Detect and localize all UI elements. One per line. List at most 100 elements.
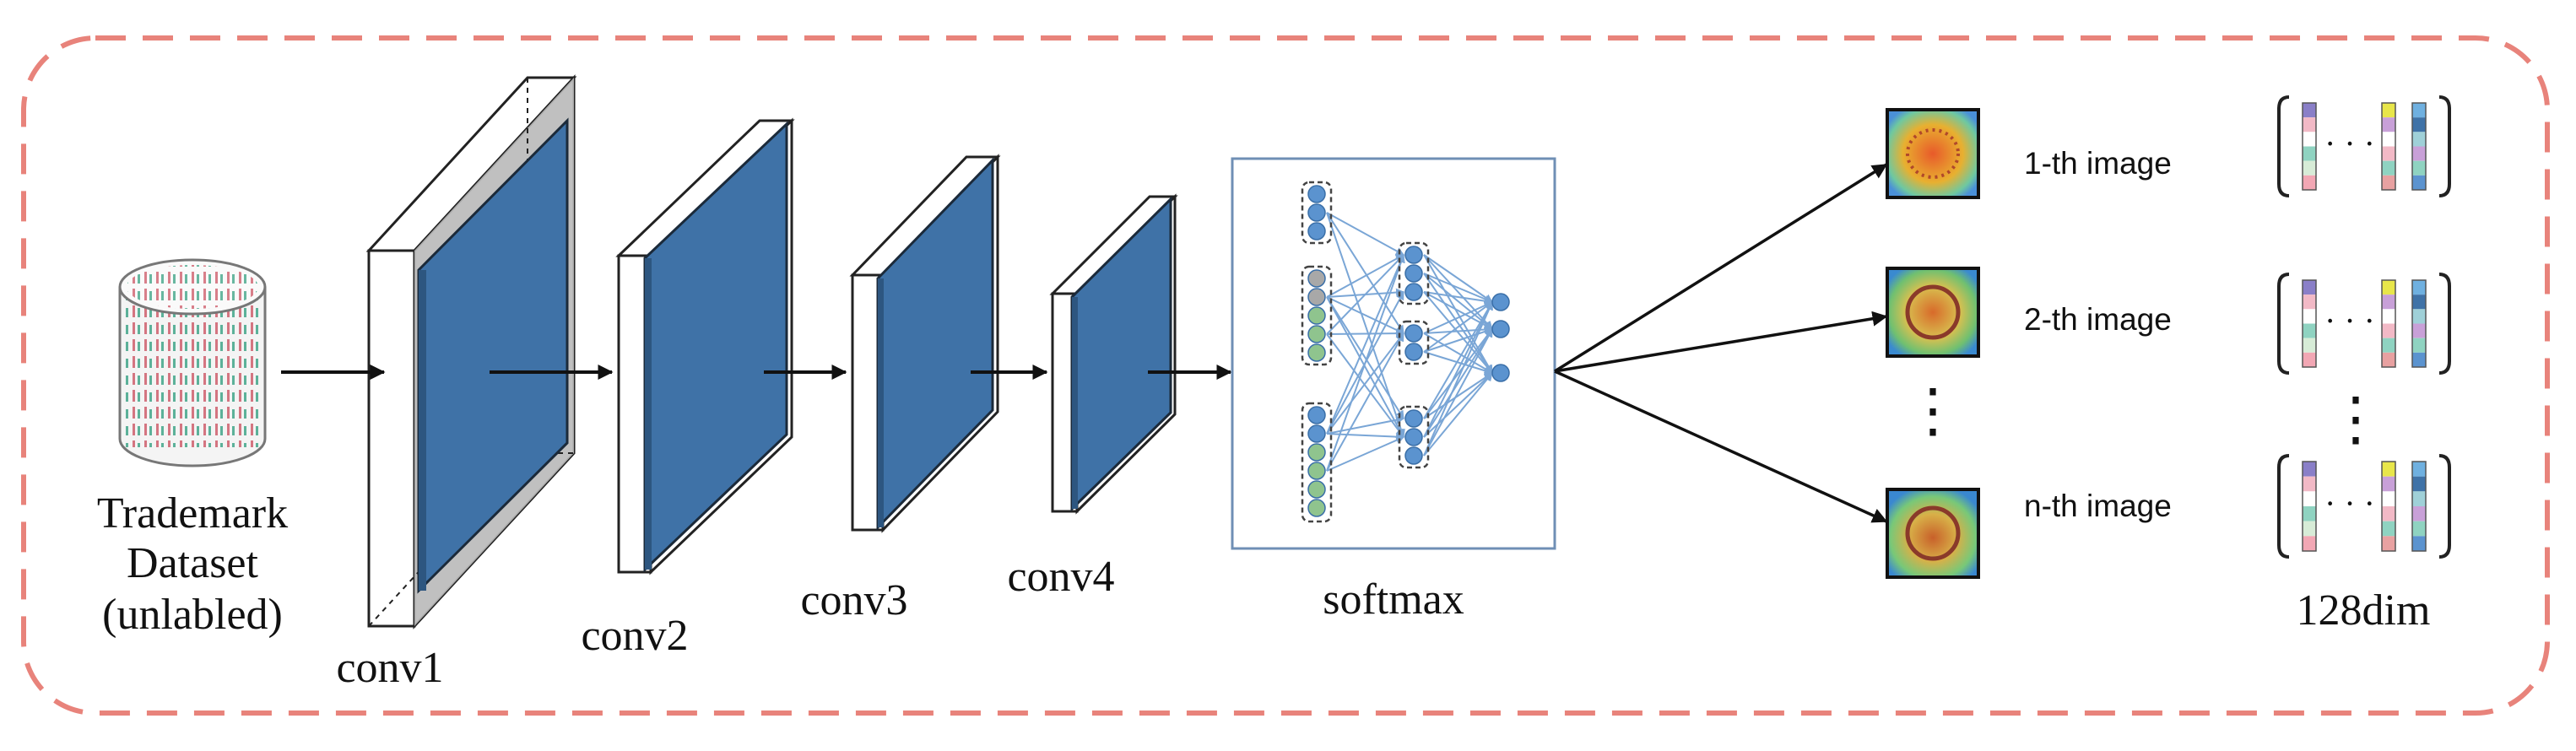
- network-edge: [1326, 254, 1404, 298]
- network-edge: [1423, 301, 1493, 419]
- network-node: [1307, 203, 1326, 222]
- vector-cell: [2303, 536, 2316, 551]
- network-edge: [1423, 291, 1493, 305]
- vector-cell: [2382, 536, 2395, 551]
- vector-cell: [2303, 146, 2316, 161]
- vector-cell: [2303, 309, 2316, 324]
- vector-bar: [2302, 461, 2317, 552]
- network-node: [1307, 443, 1326, 462]
- vector-cell: [2303, 132, 2316, 147]
- embedding-vector-3: · · ·: [2277, 454, 2451, 559]
- network-edge: [1326, 296, 1404, 419]
- vector-ellipsis-horizontal: · · ·: [2324, 302, 2375, 340]
- embedding-vectors: · · ·· · ·· · ·: [2277, 95, 2451, 559]
- network-edge: [1423, 332, 1493, 374]
- bracket-right: [2438, 95, 2451, 197]
- vector-cell: [2382, 280, 2395, 295]
- network-node: [1307, 325, 1326, 343]
- output-image-2: [1886, 267, 1980, 358]
- node-group-box: [1301, 265, 1333, 366]
- network-edge: [1423, 254, 1493, 374]
- vector-cell: [2412, 132, 2426, 147]
- vector-cell: [2382, 338, 2395, 353]
- network-node: [1404, 283, 1423, 301]
- network-edge: [1423, 301, 1493, 438]
- bracket-right: [2438, 273, 2451, 375]
- network-node: [1307, 499, 1326, 517]
- vector-cell: [2382, 294, 2395, 310]
- network-edge: [1423, 327, 1493, 353]
- vector-cell: [2303, 323, 2316, 338]
- conv1-label: conv1: [336, 644, 443, 692]
- dim-label: 128dim: [2297, 586, 2431, 635]
- output-label-1: 1-th image: [2024, 146, 2172, 181]
- output-ellipsis-vertical: ⋮: [1903, 379, 1962, 444]
- vector-cell: [2412, 309, 2426, 324]
- vector-cell: [2303, 476, 2316, 492]
- output-label-n: n-th image: [2024, 489, 2172, 523]
- network-edges: [1326, 212, 1493, 472]
- network-edge: [1326, 436, 1404, 472]
- network-node: [1307, 462, 1326, 480]
- arrow-to-image-2: [1554, 311, 1888, 373]
- vector-cell: [2303, 294, 2316, 310]
- bracket-left: [2277, 95, 2290, 197]
- vector-cell: [2412, 175, 2426, 190]
- vector-cell: [2412, 338, 2426, 353]
- vector-cell: [2382, 323, 2395, 338]
- network-edge: [1423, 273, 1493, 304]
- network-node: [1491, 320, 1510, 338]
- vector-cell: [2382, 309, 2395, 324]
- vector-cell: [2412, 280, 2426, 295]
- vector-bar: [2302, 279, 2317, 368]
- output-image-n: [1886, 488, 1980, 579]
- embedding-vector-2: · · ·: [2277, 273, 2451, 375]
- vector-cell: [2303, 506, 2316, 521]
- network-edge: [1423, 372, 1493, 438]
- vector-cell: [2303, 117, 2316, 132]
- conv4-label: conv4: [1007, 553, 1114, 601]
- vector-cell: [2303, 491, 2316, 506]
- network-node: [1307, 343, 1326, 362]
- node-group-box: [1301, 402, 1333, 523]
- vector-cell: [2303, 175, 2316, 190]
- network-edge: [1326, 415, 1404, 435]
- conv4-block: [1049, 193, 1178, 515]
- vector-ellipsis-horizontal: · · ·: [2324, 484, 2375, 522]
- softmax-label: softmax: [1323, 575, 1464, 624]
- vector-bar: [2381, 279, 2396, 368]
- network-edge: [1326, 212, 1404, 334]
- network-node: [1404, 428, 1423, 446]
- conv3-label: conv3: [800, 576, 907, 624]
- dataset-label-line2: Dataset: [127, 539, 258, 587]
- vector-cell: [2382, 103, 2395, 118]
- network-node: [1307, 306, 1326, 325]
- arrow-to-image-1: [1554, 163, 1888, 373]
- network-edge: [1326, 296, 1404, 334]
- network-edge: [1326, 332, 1404, 435]
- network-edge: [1423, 328, 1493, 438]
- vector-cell: [2412, 146, 2426, 161]
- conv2-label: conv2: [581, 612, 688, 660]
- vector-cell: [2303, 338, 2316, 353]
- network-edge: [1423, 372, 1493, 419]
- vector-bar: [2411, 461, 2427, 552]
- dataset-label-line3: (unlabled): [102, 591, 283, 639]
- network-node: [1307, 222, 1326, 240]
- bracket-left: [2277, 454, 2290, 559]
- vector-cell: [2382, 521, 2395, 537]
- vector-cell: [2412, 521, 2426, 537]
- network-edge: [1423, 301, 1493, 457]
- network-edge: [1326, 329, 1404, 338]
- network-edge: [1423, 291, 1493, 374]
- vector-cell: [2382, 476, 2395, 492]
- network-edge: [1423, 301, 1493, 353]
- network-edge: [1423, 254, 1493, 330]
- arrow-to-image-n: [1554, 370, 1888, 523]
- network-edge: [1423, 328, 1493, 419]
- vector-cell: [2412, 352, 2426, 367]
- vector-bar: [2411, 279, 2427, 368]
- vector-cell: [2412, 491, 2426, 506]
- network-edge: [1423, 254, 1493, 303]
- network-edge: [1423, 351, 1493, 376]
